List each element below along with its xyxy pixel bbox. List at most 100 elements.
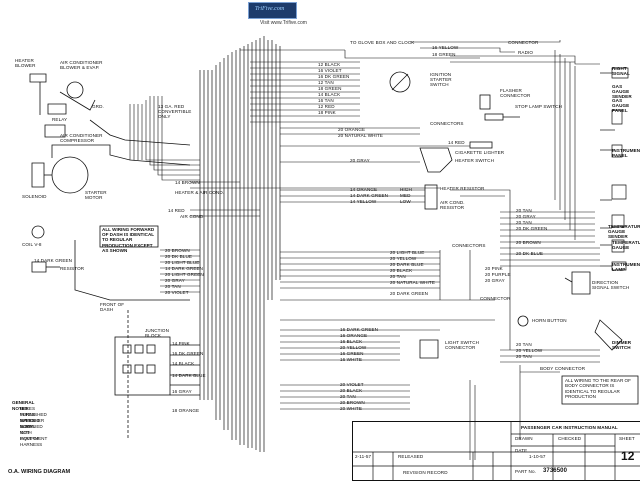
dimmer-switch-label: DIMMER SWITCH xyxy=(612,340,632,350)
low-label: LOW xyxy=(400,199,411,204)
note-line: WIRES SPLICED xyxy=(20,412,40,423)
site-header: TriFive.com Visit www.Trifive.com xyxy=(248,2,378,28)
heater-blower-symbol xyxy=(29,73,47,83)
junction-block-symbol xyxy=(114,336,171,396)
wire-label: 16 DK GREEN xyxy=(318,74,350,79)
diagram-title: O.A. WIRING DIAGRAM xyxy=(8,469,71,475)
wire-label: 20 DK GREEN xyxy=(516,226,548,231)
direction-switch-symbol xyxy=(571,271,591,295)
ac-cond-label: AIR COND. xyxy=(180,214,205,219)
instrument-lamp-label: INSTRUMENT LAMP xyxy=(612,262,640,272)
note-line: WIRES FURNISHED BY FISHER BODY xyxy=(20,406,47,429)
wire-label: 18 PINK xyxy=(318,110,336,115)
temp-gauge-label: TEMPERATURE GAUGE xyxy=(612,240,640,250)
wire-label: 20 GRAY xyxy=(165,278,185,283)
flasher-label: FLASHER CONNECTOR xyxy=(500,88,531,98)
heater-resistor-label: HEATER RESISTOR xyxy=(440,186,485,191)
cigarette-lighter-symbol xyxy=(469,141,493,149)
coil-symbol xyxy=(31,225,45,239)
wire-brown-label: 14 BROWN xyxy=(175,180,200,185)
wire-label: 20 LIGHT GREEN xyxy=(165,272,204,277)
wire-label: 18 ORANGE xyxy=(172,408,200,413)
wire-label: 20 PURPLE xyxy=(485,272,511,277)
wire-label: 16 BLACK xyxy=(340,339,363,344)
med-label: MED xyxy=(400,193,411,198)
relay-symbol xyxy=(47,103,67,115)
wire-label: 20 NATURAL WHITE xyxy=(390,280,435,285)
wire-label: 14 YELLOW xyxy=(350,199,377,204)
date-value: 1-10-57 xyxy=(529,454,546,459)
wire-label: 18 GREEN xyxy=(318,86,342,91)
wire-label: 16 DARK GREEN xyxy=(340,327,379,332)
wire-gray-label: 20 GRAY xyxy=(350,158,370,163)
wire-label: 20 YELLOW xyxy=(340,345,367,350)
wire-red-label: 14 RED xyxy=(448,140,465,145)
wire-label: 20 WHITE xyxy=(340,406,362,411)
site-url[interactable]: Visit www.Trifive.com xyxy=(260,20,307,26)
heater-ac-label: HEATER & AIR COND. xyxy=(175,190,225,195)
wire-label: 14 BLACK xyxy=(172,361,195,366)
solenoid-symbol xyxy=(31,162,45,188)
wire-label: 14 PINK xyxy=(172,341,190,346)
harness-trunk xyxy=(199,36,281,452)
gas-panel-label: GAS GAUGE PANEL xyxy=(612,98,630,113)
wire-label: 20 DK BLUE xyxy=(516,251,544,256)
resistor-label: RESISTOR xyxy=(60,266,85,271)
body-connector-label: BODY CONNECTOR xyxy=(540,366,586,371)
ignition-switch-label: IGNITION STARTER SWITCH xyxy=(430,72,452,87)
right-components xyxy=(600,67,629,271)
wire-label: 14 DARK BLUE xyxy=(172,373,206,378)
trifive-logo[interactable]: TriFive.com xyxy=(248,2,297,19)
wire-label: 20 VIOLET xyxy=(165,290,189,295)
part-no-value: 3736500 xyxy=(543,468,568,474)
forward-wiring-note: ALL WIRING FORWARD OF DASH IS IDENTICAL … xyxy=(102,227,155,253)
wire-label: 20 LIGHT BLUE xyxy=(165,260,200,265)
gas-sender-label: GAS GAUGE SENDER xyxy=(612,84,632,99)
wire-label: 16 GREEN xyxy=(340,351,364,356)
horn-button-symbol xyxy=(517,315,529,327)
note-line: WIRES NOT PART OF HARNESS xyxy=(20,424,43,447)
top-runs xyxy=(240,40,600,240)
title-block: PASSENGER CAR INSTRUCTION MANUAL DRAWN C… xyxy=(352,421,640,481)
wire-label: 20 GRAY xyxy=(485,278,505,283)
revision-label: REVISION RECORD xyxy=(403,470,448,475)
note-line: WIRES SUPPLIED WITH EQUIPMENT xyxy=(20,418,48,441)
ac-compressor-label: AIR CONDITIONER COMPRESSOR xyxy=(60,133,103,143)
coil-label: COIL V-8 xyxy=(22,242,42,247)
light-switch-label: LIGHT SWITCH CONNECTOR xyxy=(445,340,480,350)
connectors-b-label: CONNECTORS xyxy=(452,243,486,248)
bottom-runs xyxy=(469,349,600,460)
wire-label: 20 GRAY xyxy=(516,214,536,219)
wire-label: 20 TAN xyxy=(516,342,532,347)
passenger-manual-label: PASSENGER CAR INSTRUCTION MANUAL xyxy=(521,425,618,430)
flasher-symbol xyxy=(479,94,491,110)
wire-label: 16 GRAY xyxy=(172,389,192,394)
wire-label: 16 DK GREEN xyxy=(172,351,204,356)
wire-white-label: 20 NATURAL WHITE xyxy=(338,133,383,138)
date-label: DATE xyxy=(515,448,528,453)
sheet-label: SHEET xyxy=(619,436,635,441)
heater-switch-symbol xyxy=(419,147,453,173)
wire-label: 20 DK BLUE xyxy=(165,254,193,259)
ac-resistor-label: AIR COND. RESISTOR xyxy=(440,200,465,210)
starter-motor-label: STARTER MOTOR xyxy=(85,190,107,200)
starter-motor-symbol xyxy=(51,156,89,194)
connectors-a-label: CONNECTORS xyxy=(430,121,464,126)
dimmer-switch-symbol xyxy=(594,319,623,351)
solenoid-label: SOLENOID xyxy=(22,194,47,199)
wire-label: 14 DARK GREEN xyxy=(350,193,389,198)
cigarette-lighter-label: CIGARETTE LIGHTER xyxy=(455,150,505,155)
heater-switch-label: HEATER SWITCH xyxy=(455,158,494,163)
checked-label: CHECKED xyxy=(558,436,582,441)
wire-label: 16 WHITE xyxy=(340,357,362,362)
wire-orange-label: 20 ORANGE xyxy=(338,127,366,132)
wire-label: 14 BLACK xyxy=(318,92,341,97)
relay-label: RELAY xyxy=(52,117,68,122)
heater-blower-label: HEATER BLOWER xyxy=(15,58,36,68)
ac-blower-symbol xyxy=(66,81,84,99)
logo-text: TriFive.com xyxy=(255,6,285,12)
wire-label: 16 TAN xyxy=(318,98,334,103)
wire-green-label: 18 GREEN xyxy=(432,52,456,57)
wire-label: 20 BROWN xyxy=(340,400,365,405)
